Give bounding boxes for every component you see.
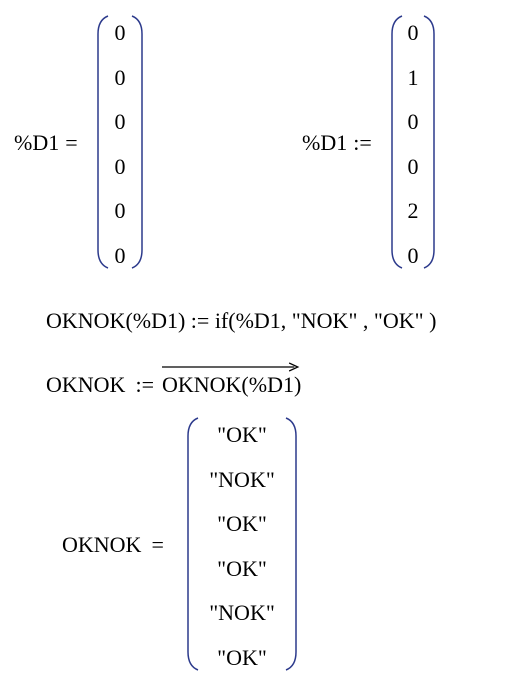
function-definition-region[interactable]: OKNOK(%D1) := if(%D1, "NOK" , "OK" ) — [46, 308, 437, 333]
oknok-result-cells: "OK" "NOK" "OK" "OK" "NOK" "OK" — [186, 416, 298, 672]
matrix-cell: 0 — [114, 242, 126, 268]
d1-definition-matrix: 0 1 0 0 2 0 — [390, 14, 436, 270]
vectorized-call: OKNOK(%D1) — [161, 372, 302, 397]
matrix-cell: "OK" — [217, 511, 267, 536]
d1-result-matrix: 0 0 0 0 0 0 — [96, 14, 144, 270]
matrix-cell: 0 — [114, 198, 126, 223]
matrix-cell: 0 — [407, 242, 419, 268]
oknok-result-region[interactable]: OKNOK = "OK" "NOK" "OK" "OK" "NOK" "OK" — [0, 410, 320, 675]
oknok-result-lhs: OKNOK = — [62, 532, 164, 558]
d1-result-region[interactable]: %D1= 0 0 0 0 0 0 — [0, 0, 160, 280]
vectorize-arrow-icon — [161, 362, 300, 372]
matrix-cell: 0 — [407, 20, 419, 45]
matrix-cell: "OK" — [217, 644, 267, 670]
matrix-cell: "OK" — [217, 555, 267, 581]
right-paren-icon — [284, 416, 298, 672]
vectorize-assignment-region[interactable]: OKNOK := OKNOK(%D1) — [46, 362, 302, 398]
vectorize-lhs: OKNOK — [46, 372, 126, 397]
matrix-cell: 0 — [114, 153, 126, 179]
oknok-result-variable: OKNOK — [62, 532, 142, 557]
definition-operator: := — [353, 130, 372, 155]
matrix-cell: 0 — [114, 64, 126, 90]
matrix-cell: 1 — [407, 64, 419, 90]
matrix-cell: 0 — [407, 109, 419, 134]
oknok-result-matrix: "OK" "NOK" "OK" "OK" "NOK" "OK" — [186, 416, 298, 672]
d1-definition-cells: 0 1 0 0 2 0 — [390, 14, 436, 270]
d1-result-variable: %D1 — [14, 130, 60, 155]
matrix-cell: "OK" — [217, 422, 267, 447]
left-paren-icon — [390, 14, 404, 270]
right-paren-icon — [130, 14, 144, 270]
matrix-cell: 0 — [114, 109, 126, 134]
d1-result-cells: 0 0 0 0 0 0 — [96, 14, 144, 270]
evaluation-operator: = — [151, 532, 164, 557]
evaluation-operator: = — [65, 130, 78, 155]
left-paren-icon — [186, 416, 200, 672]
matrix-cell: 0 — [407, 153, 419, 179]
d1-definition-variable: %D1 — [302, 130, 348, 155]
right-paren-icon — [422, 14, 436, 270]
d1-definition-region[interactable]: %D1:= 0 1 0 0 2 0 — [290, 0, 450, 280]
definition-operator: := — [135, 372, 154, 397]
matrix-cell: "NOK" — [209, 600, 275, 625]
vectorized-expression: OKNOK(%D1) — [161, 362, 302, 398]
matrix-cell: "NOK" — [209, 466, 275, 492]
d1-definition-lhs: %D1:= — [302, 130, 372, 156]
d1-result-lhs: %D1= — [14, 130, 78, 156]
matrix-cell: 2 — [407, 198, 419, 223]
left-paren-icon — [96, 14, 110, 270]
matrix-cell: 0 — [114, 20, 126, 45]
